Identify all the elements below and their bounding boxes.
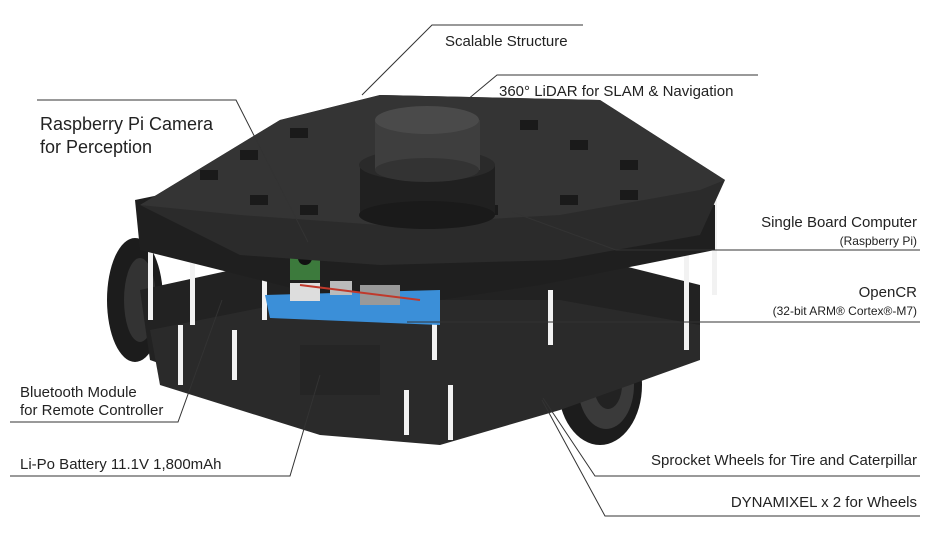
- label-sprocket: Sprocket Wheels for Tire and Caterpillar: [651, 452, 917, 469]
- label-bluetooth-line1: Bluetooth Module: [20, 384, 137, 401]
- label-opencr-sub: (32-bit ARM® Cortex®-M7): [772, 304, 917, 318]
- label-lidar: 360° LiDAR for SLAM & Navigation: [499, 83, 734, 100]
- label-sbc: Single Board Computer: [761, 214, 917, 231]
- label-camera-line2: for Perception: [40, 137, 153, 157]
- label-opencr: OpenCR: [858, 284, 917, 301]
- battery-pack: [300, 345, 380, 395]
- label-dynamixel: DYNAMIXEL x 2 for Wheels: [730, 494, 917, 511]
- label-camera-line1: Raspberry Pi Camera: [40, 114, 214, 134]
- lidar-sensor: [359, 106, 495, 229]
- opencr-board: [265, 281, 440, 325]
- label-scalable-structure: Scalable Structure: [445, 33, 568, 50]
- leader-lines: [10, 24, 920, 517]
- label-sbc-sub: (Raspberry Pi): [839, 234, 917, 248]
- label-bluetooth-line2: for Remote Controller: [20, 402, 164, 419]
- label-battery: Li-Po Battery 11.1V 1,800mAh: [20, 456, 222, 473]
